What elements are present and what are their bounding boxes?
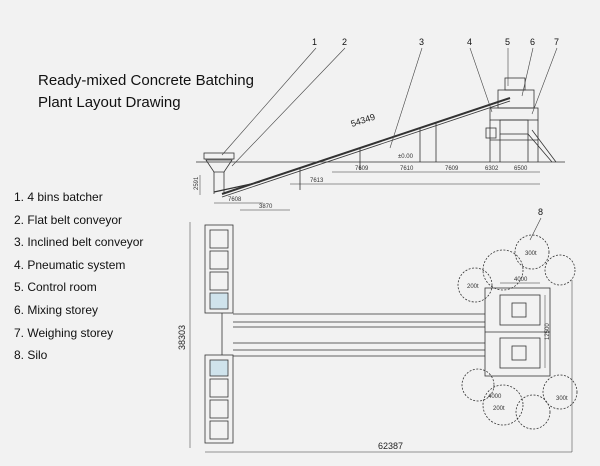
mixing-building-plan <box>484 287 551 377</box>
callout-6: 6 <box>530 37 535 47</box>
title-line-1: Ready-mixed Concrete Batching <box>38 72 254 89</box>
dimension-6500: 6500 <box>514 166 528 172</box>
silos-bottom <box>461 368 578 430</box>
callout-2: 2 <box>342 37 347 47</box>
silo-label: 300t <box>525 251 537 257</box>
dimension-6302: 6302 <box>485 166 499 172</box>
dimension-7608: 7608 <box>228 197 242 203</box>
callout-5: 5 <box>505 37 510 47</box>
inclined-belt-conveyor <box>221 97 511 198</box>
dimension-7613: 7613 <box>310 178 324 184</box>
dimension-7609a: 7609 <box>355 166 369 172</box>
callout-7: 7 <box>554 37 559 47</box>
legend-item: 4. Pneumatic system <box>14 257 126 272</box>
legend-item: 5. Control room <box>14 280 97 295</box>
callouts: 1 2 3 4 5 6 7 8 <box>312 37 559 217</box>
silo-label: 200t <box>493 406 505 412</box>
plan-height-dimension: 38303 <box>177 325 187 350</box>
silo-label: 200t <box>467 284 479 290</box>
elevation-view <box>196 77 565 211</box>
silo-label: 300t <box>556 396 568 402</box>
belt-length-dimension: 54349 <box>350 112 377 129</box>
dimension-12500: 12500 <box>545 323 551 340</box>
mixing-tower <box>485 77 557 163</box>
height-dimension: 2591 <box>194 176 200 190</box>
top-batcher-plan <box>204 224 234 314</box>
plan-view <box>189 222 578 453</box>
plan-dimensions: 38303 62387 4000 12500 4000 <box>177 277 551 451</box>
plan-width-dimension: 62387 <box>378 441 403 451</box>
silo-labels: 300t 200t 200t 300t <box>467 251 568 412</box>
callout-4: 4 <box>467 37 472 47</box>
dimension-7609b: 7609 <box>445 166 459 172</box>
component-legend: 1. 4 bins batcher 2. Flat belt conveyor … <box>14 186 143 367</box>
callout-leaders <box>221 47 558 241</box>
callout-8: 8 <box>538 207 543 217</box>
legend-item: 7. Weighing storey <box>14 325 114 340</box>
legend-item: 2. Flat belt conveyor <box>14 212 123 227</box>
legend-item: 6. Mixing storey <box>14 302 99 317</box>
drawing-title: Ready-mixed Concrete Batching Plant Layo… <box>38 70 254 114</box>
dimension-4000b: 4000 <box>488 394 502 400</box>
silos-top <box>457 234 576 303</box>
elevation-mark: ±0.00 <box>398 154 414 160</box>
dimension-4000: 4000 <box>514 277 528 283</box>
callout-1: 1 <box>312 37 317 47</box>
bins-batcher <box>203 152 235 194</box>
legend-item: 1. 4 bins batcher <box>14 190 103 204</box>
legend-item: 3. Inclined belt conveyor <box>14 235 144 250</box>
dimension-3870: 3870 <box>259 204 273 210</box>
dimension-7610: 7610 <box>400 166 414 172</box>
bottom-batcher-plan <box>204 354 234 444</box>
title-line-2: Plant Layout Drawing <box>38 94 181 111</box>
legend-item: 8. Silo <box>14 348 48 363</box>
elevation-dimensions: 54349 ±0.00 7608 3870 7613 7609 7610 760… <box>194 112 528 210</box>
callout-3: 3 <box>419 37 424 47</box>
